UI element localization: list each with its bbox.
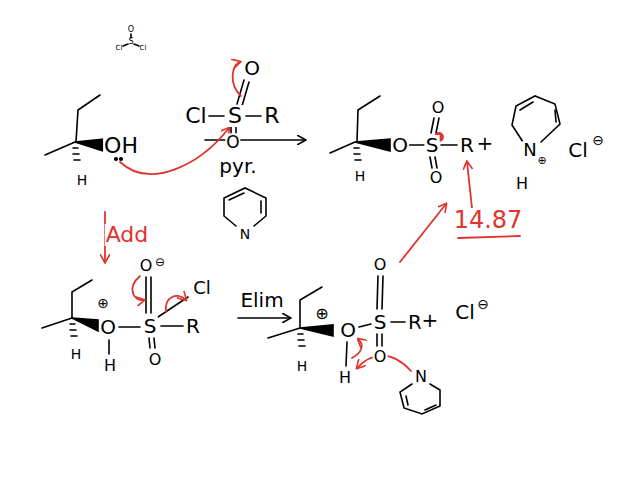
annotation-label: 14.87 [453,208,524,232]
atom-label: ⊕ [96,296,110,310]
atom-label: OH [103,135,139,157]
atom-label: Cl [115,45,124,52]
atom-label: O [243,58,261,78]
atom-label: ⊖ [476,297,490,311]
atom-label: N [239,227,251,241]
atom-label: S [373,312,388,332]
atom-label: Cl [454,302,476,322]
atom-label: O [99,317,117,337]
atom-label: Cl [139,45,148,52]
atom-label: S [425,135,440,155]
atom-label: O [127,26,135,34]
atom-label: ⊕ [536,155,547,166]
atom-label: S [143,316,158,336]
atom-label: Cl [567,140,589,160]
atom-label: R [459,135,475,155]
atom-label: O [339,320,357,340]
atom-label: O [373,257,388,273]
atom-label: H [296,359,309,373]
atom-label: R [185,316,201,336]
atom-label: R [263,105,280,127]
atom-label: N [414,369,428,385]
atom-label: H [515,176,529,192]
atom-label: O [139,258,154,274]
atom-label: O [391,135,409,155]
atom-label: H [70,347,83,361]
atom-label: ⊕ [314,306,329,322]
atom-label: H [338,370,352,386]
atom-label: Elim [239,290,284,310]
atom-label: + [421,310,440,330]
atom-label: + [476,133,495,153]
atom-label: O [429,170,444,186]
atom-label: O [431,100,446,116]
atom-label: ⊖ [154,256,166,268]
atom-label: Cl [184,105,207,127]
annotation-label: Add [105,224,150,246]
bonds [42,34,560,414]
atom-label: O [148,352,163,368]
atom-label: S [127,38,134,46]
atom-label: H [103,358,117,374]
atom-label: H [354,169,367,183]
atom-label: S [227,105,243,127]
atom-label: Cl [192,279,212,297]
atom-label: O [373,349,388,365]
atom-label: O [225,134,240,151]
atom-label: H [76,173,89,187]
atom-label: pyr. [218,156,257,176]
atom-label: ⊖ [591,133,605,147]
